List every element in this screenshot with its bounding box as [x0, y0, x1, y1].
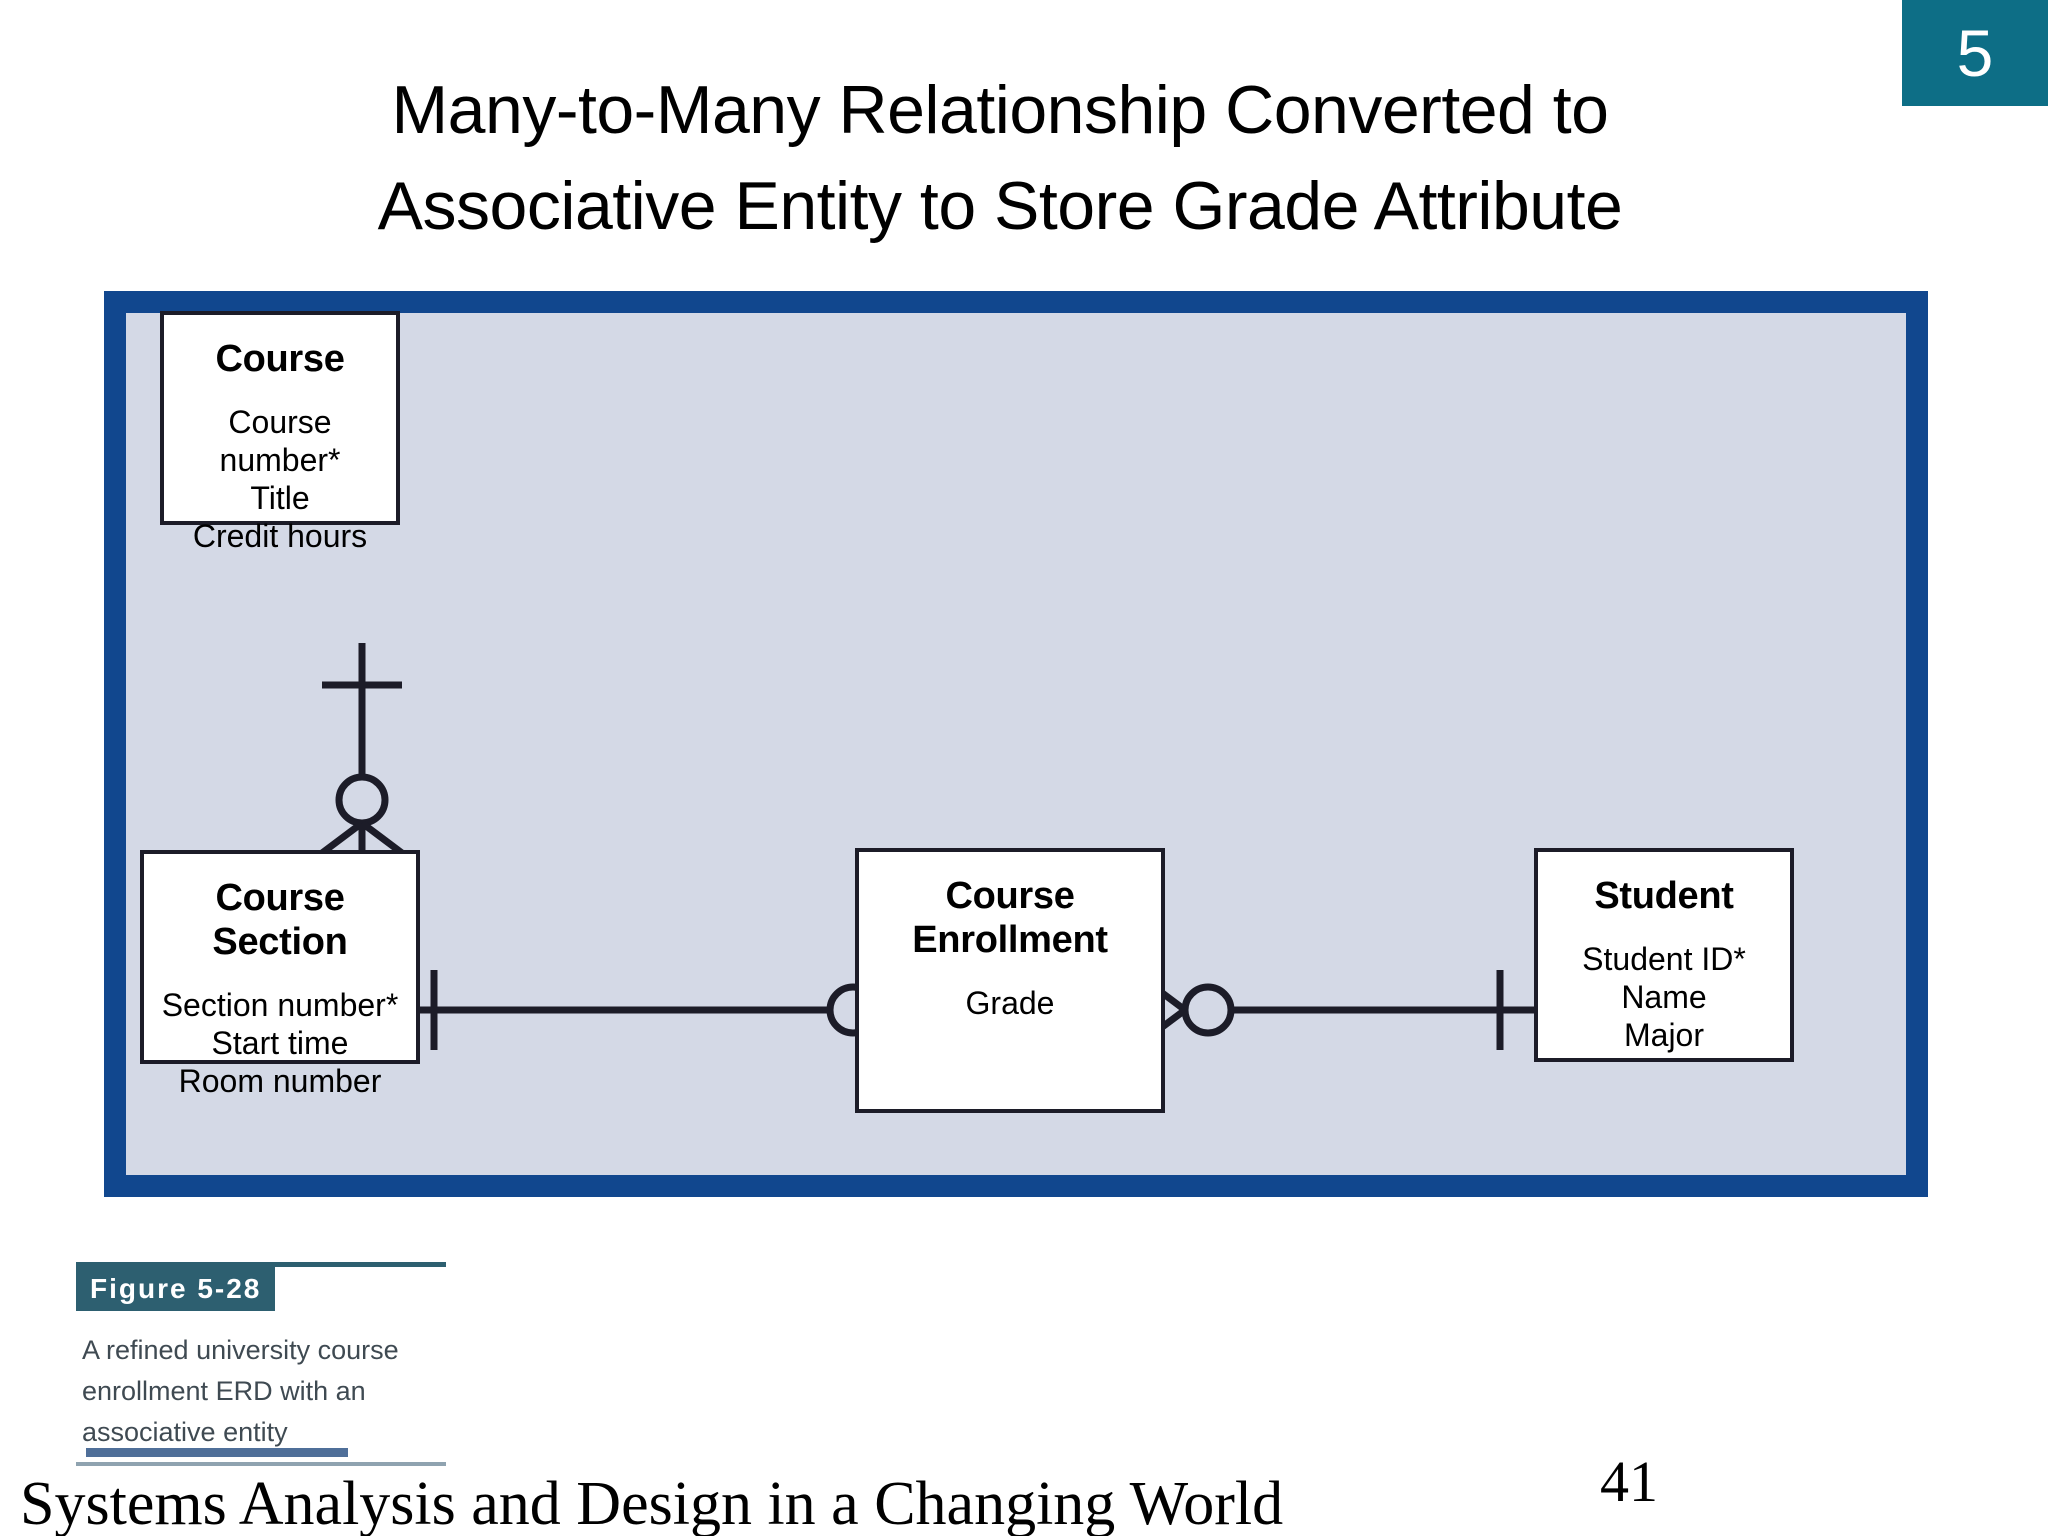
entity-course-attributes: Course number* Title Credit hours	[164, 403, 396, 555]
entity-student-attributes: Student ID* Name Major	[1538, 940, 1790, 1054]
crowsfoot-right-course-section	[359, 820, 405, 856]
figure-description: A refined university course enrollment E…	[82, 1335, 399, 1447]
entity-title-line-2: Enrollment	[912, 919, 1108, 961]
attribute-item: Start time	[211, 1025, 349, 1061]
page-title: Many-to-Many Relationship Converted to A…	[150, 62, 1850, 254]
entity-course-section[interactable]: Course Section Section number* Start tim…	[140, 850, 420, 1099]
footer-page-number: 41	[1600, 1449, 1658, 1514]
attribute-item: Room number	[178, 1063, 382, 1099]
entity-course-section-title: Course Section	[212, 877, 348, 963]
attribute-item: Title	[250, 480, 310, 516]
entity-course-enrollment-attributes: Grade	[859, 984, 1161, 1022]
cardinality-zero-circle-course-section	[335, 773, 389, 827]
entity-course-enrollment[interactable]: Course Enrollment Grade	[855, 848, 1165, 1113]
footer-book-title: Systems Analysis and Design in a Changin…	[20, 1470, 1284, 1536]
attribute-item: Course number*	[219, 404, 341, 478]
erd-figure-frame: Course Course number* Title Credit hours…	[104, 291, 1928, 1197]
entity-course-enrollment-title: Course Enrollment	[859, 874, 1161, 962]
figure-caption-top-rule	[76, 1262, 446, 1267]
crowsfoot-left-course-section	[319, 820, 365, 856]
footer-rule	[86, 1448, 348, 1457]
entity-student-title: Student	[1594, 875, 1734, 917]
attribute-item: Student ID*	[1582, 941, 1746, 977]
page-title-line-1: Many-to-Many Relationship Converted to	[391, 72, 1609, 148]
entity-student[interactable]: Student Student ID* Name Major	[1534, 848, 1794, 1062]
attribute-item: Section number*	[161, 987, 399, 1023]
page-title-line-2: Associative Entity to Store Grade Attrib…	[377, 168, 1623, 244]
figure-number-label: Figure 5-28	[76, 1267, 276, 1311]
attribute-item: Name	[1621, 979, 1707, 1015]
entity-course-title: Course	[215, 338, 345, 380]
attribute-item: Grade	[965, 985, 1055, 1021]
figure-caption-bottom-rule	[76, 1462, 446, 1466]
chapter-number-badge: 5	[1902, 0, 2048, 106]
entity-course[interactable]: Course Course number* Title Credit hours	[160, 311, 400, 554]
cardinality-zero-circle-enrollment-right	[1181, 983, 1235, 1037]
entity-course-section-attributes: Section number* Start time Room number	[144, 986, 416, 1100]
entity-title-line-1: Course	[945, 875, 1075, 917]
attribute-item: Credit hours	[192, 518, 368, 554]
attribute-item: Major	[1623, 1017, 1704, 1053]
